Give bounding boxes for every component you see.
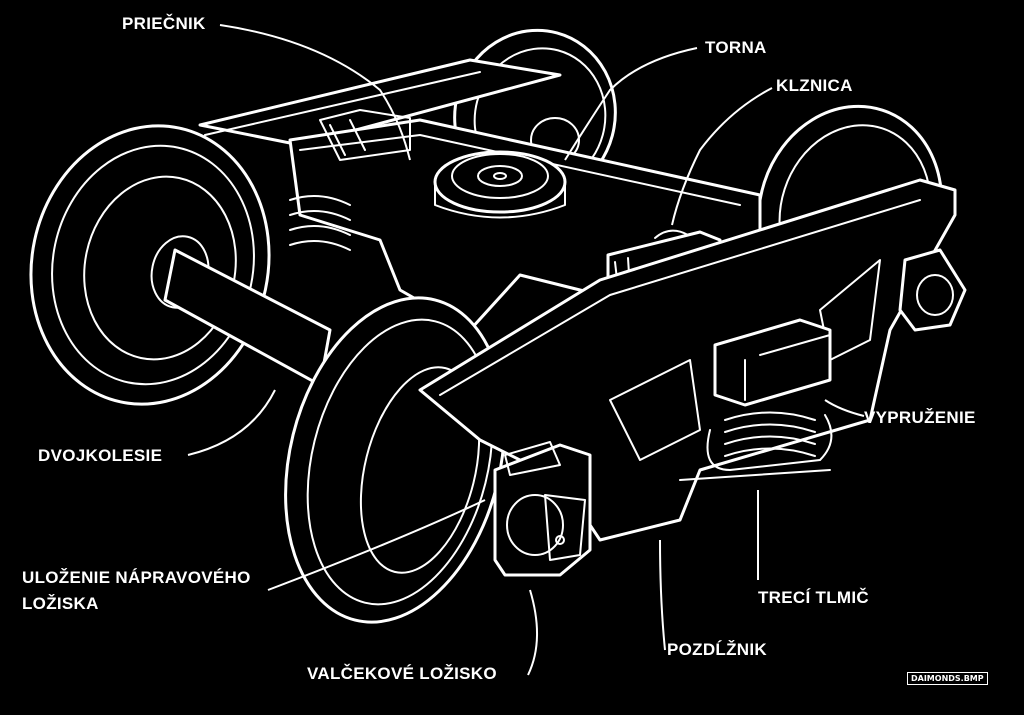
label-dvojkolesie: DVOJKOLESIE — [38, 446, 163, 465]
journal-box-front — [493, 441, 592, 577]
journal-box-right — [898, 248, 967, 332]
label-priecnik: PRIEČNIK — [122, 14, 206, 33]
side-frame-rear — [198, 58, 562, 147]
label-valcekove-lozisko: VALČEKOVÉ LOŽISKO — [307, 664, 497, 683]
label-vypruzenie: VYPRUŽENIE — [864, 408, 976, 427]
spring-box — [713, 318, 832, 407]
image-stamp: DAIMONDS.BMP — [907, 672, 988, 685]
label-ulozenie-napravoveho-loziska: ULOŽENIE NÁPRAVOVÉHO LOŽISKA — [22, 568, 251, 613]
label-treci-tlmic: TRECÍ TLMIČ — [758, 588, 869, 607]
center-plate — [433, 150, 567, 219]
label-torna: TORNA — [705, 38, 767, 57]
springs-front — [679, 411, 833, 481]
label-klznica: KLZNICA — [776, 76, 853, 95]
label-pozdlznik: POZDĹŽNIK — [667, 640, 767, 659]
leader-lines — [187, 24, 865, 676]
springs-rear — [289, 195, 351, 251]
wheel-rear-left — [29, 124, 271, 406]
